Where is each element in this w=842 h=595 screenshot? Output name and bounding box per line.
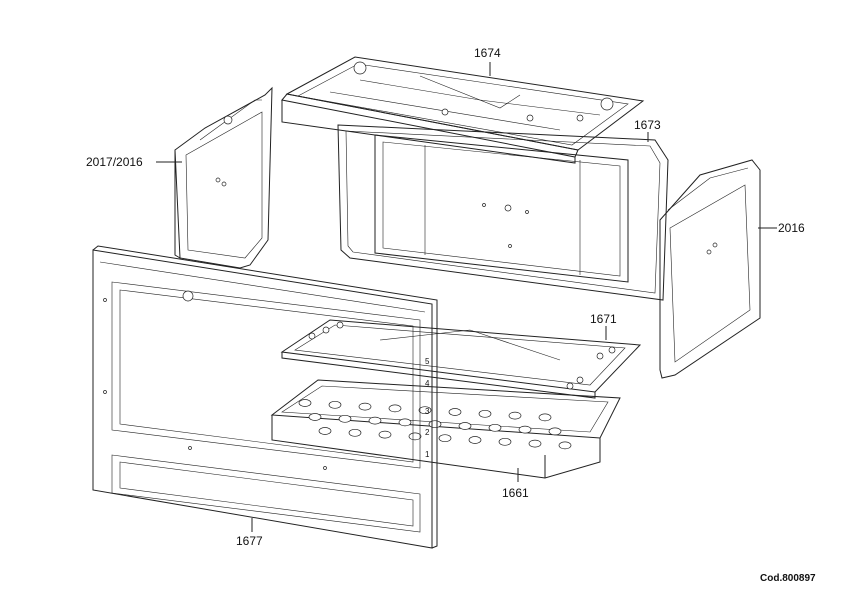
tray-hole (378, 430, 392, 439)
tray-hole (438, 434, 452, 443)
tray-hole (348, 428, 362, 437)
shelf-number-2: 2 (425, 428, 430, 437)
tray-hole (528, 439, 542, 448)
tray-hole (338, 414, 352, 423)
label-right-side-panel: 2016 (778, 221, 805, 235)
tray-hole (298, 399, 312, 407)
label-left-side-panel: 2017/2016 (86, 155, 143, 169)
tray-hole (308, 413, 322, 421)
tray-hole (478, 409, 492, 418)
tray-hole (408, 432, 422, 441)
shelf-number-4: 4 (425, 379, 430, 388)
grill-plate-part (280, 319, 642, 399)
tray-hole (318, 427, 332, 435)
tray-hole (488, 423, 502, 432)
label-top-panel: 1674 (474, 46, 501, 60)
shelf-number-3: 3 (425, 407, 430, 416)
document-code: Cod.800897 (760, 573, 816, 584)
tray-hole (538, 413, 552, 422)
back-panel-part (337, 124, 669, 301)
label-grill-plate: 1671 (590, 312, 617, 326)
tray-hole (358, 402, 372, 411)
label-front-frame: 1677 (236, 534, 263, 548)
shelf-number-5: 5 (425, 357, 430, 366)
tray-hole (468, 436, 482, 444)
tray-hole (518, 425, 532, 434)
tray-hole (558, 441, 572, 450)
label-bottom-tray: 1661 (502, 486, 529, 500)
tray-hole (328, 400, 342, 409)
bottom-tray-part (270, 379, 621, 479)
tray-hole (428, 420, 442, 429)
left-side-panel-part (174, 86, 273, 269)
tray-hole (418, 406, 432, 415)
tray-hole (388, 404, 402, 413)
tray-hole (448, 408, 462, 416)
leader-lines (156, 62, 777, 532)
top-panel-part (281, 56, 645, 164)
tray-hole (368, 416, 382, 425)
tray-hole (458, 422, 472, 430)
shelf-number-1: 1 (425, 450, 430, 459)
tray-hole (548, 427, 562, 436)
tray-hole (398, 418, 412, 427)
front-frame-part (92, 245, 438, 549)
right-side-panel-part (659, 159, 761, 379)
tray-hole (498, 437, 512, 446)
tray-hole (508, 411, 522, 420)
label-back-panel: 1673 (634, 118, 661, 132)
